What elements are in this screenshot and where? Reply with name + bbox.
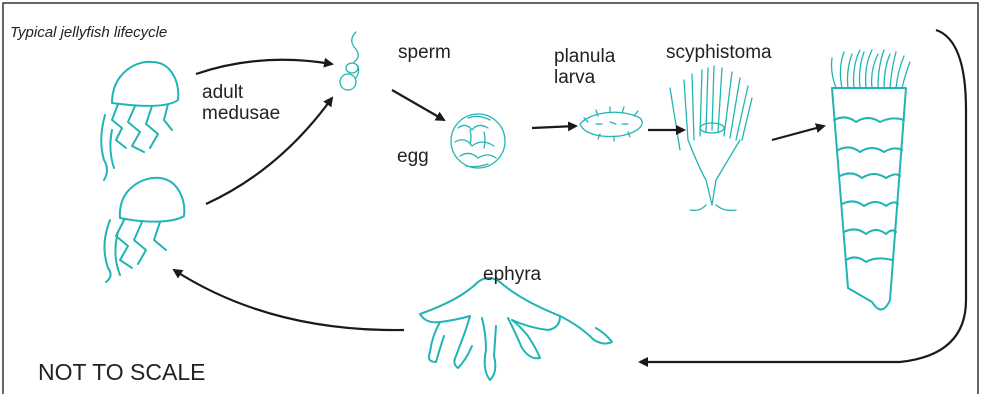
label-sperm: sperm [398, 42, 451, 63]
diagram-title: Typical jellyfish lifecycle [10, 22, 167, 43]
arrow-strobila-to-ephyra [640, 30, 966, 362]
label-ephyra: ephyra [483, 264, 541, 285]
scyphistoma-drawing [670, 66, 752, 210]
sperm-drawing [340, 32, 359, 90]
not-to-scale-note: NOT TO SCALE [38, 362, 205, 383]
ephyra-drawing [420, 278, 612, 380]
adult-medusa-bottom [104, 178, 184, 282]
label-adult-medusae: adult medusae [202, 82, 280, 124]
arrow-egg-to-planula [532, 126, 576, 128]
adult-medusa-top [101, 62, 178, 180]
arrow-scyphistoma-to-strobila [772, 126, 824, 140]
arrow-adult-to-sperm [196, 60, 332, 74]
label-egg: egg [397, 146, 429, 167]
arrow-ephyra-to-adult [174, 270, 404, 330]
label-adult-medusae-text: adult medusae [202, 82, 280, 124]
planula-larva-drawing [580, 107, 642, 141]
arrow-sperm-to-egg [392, 90, 444, 120]
label-planula-larva-text: planula larva [554, 46, 615, 88]
label-scyphistoma: scyphistoma [666, 42, 772, 63]
strobila-drawing [832, 50, 911, 310]
label-planula-larva: planula larva [554, 46, 615, 88]
egg-drawing [451, 114, 505, 168]
